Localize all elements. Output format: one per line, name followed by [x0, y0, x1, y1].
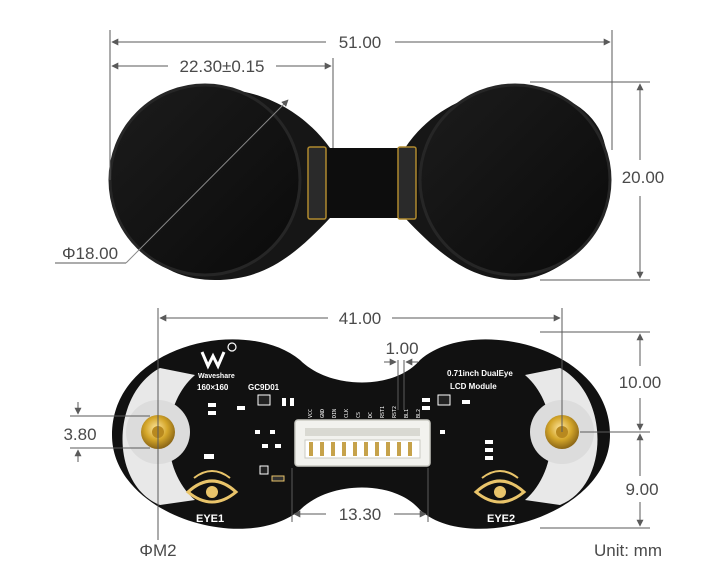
- left-connector: [307, 146, 327, 220]
- pin-label: BL2: [416, 409, 422, 418]
- right-lcd-screen: [420, 85, 610, 275]
- dim-label-22-30: 22.30±0.15: [180, 57, 265, 76]
- lcd-module-top-view: [108, 83, 612, 280]
- pin-label: DIN: [332, 409, 338, 418]
- dim-pin-pitch: 1.00: [384, 339, 419, 410]
- pin-label: DC: [368, 412, 374, 418]
- dim-label-41: 41.00: [339, 309, 382, 328]
- dim-height-top: 20.00: [530, 81, 665, 281]
- dim-label-1: 1.00: [385, 339, 418, 358]
- dim-label-3-80: 3.80: [63, 425, 96, 444]
- dim-label-20: 20.00: [622, 168, 665, 187]
- pcb-bottom-view: Waveshare 160×160 GC9D01 0.71inch DualEy…: [112, 339, 610, 529]
- dim-lcd-offset: 22.30±0.15: [111, 57, 334, 148]
- dim-connector-width: 13.30: [291, 468, 429, 524]
- eye-icon: [185, 470, 239, 504]
- eye1-label: EYE1: [196, 513, 224, 525]
- right-connector: [397, 146, 417, 220]
- pin-label: RST1: [380, 406, 386, 418]
- brand-text: Waveshare: [198, 373, 235, 380]
- smd-components: [204, 394, 493, 482]
- module-title-2: LCD Module: [450, 382, 497, 391]
- dim-vertical-offsets: 10.00 9.00: [540, 331, 662, 529]
- dim-label-51: 51.00: [339, 33, 382, 52]
- dim-label-phi-m2: ΦM2: [139, 541, 176, 560]
- pin-label: BL1: [404, 409, 410, 418]
- dim-hole-spacing: 41.00: [157, 308, 563, 540]
- dim-hole-vertical: 3.80: [63, 402, 150, 462]
- module-title-1: 0.71inch DualEye: [447, 369, 513, 378]
- pin-label: CLK: [344, 409, 350, 418]
- waveshare-logo: [200, 342, 237, 370]
- dim-label-13-30: 13.30: [339, 505, 382, 524]
- eye2-label: EYE2: [487, 513, 515, 525]
- pin-labels: VCC GND DIN CLK CS DC RST1 RST2 BL1 BL2: [308, 406, 422, 418]
- dim-label-9: 9.00: [625, 480, 658, 499]
- dim-label-10: 10.00: [619, 373, 662, 392]
- pin-label: GND: [320, 409, 326, 418]
- pin-header-connector: [294, 419, 431, 467]
- resolution-text: 160×160: [197, 383, 229, 392]
- dim-label-phi18: Φ18.00: [62, 244, 118, 263]
- unit-label: Unit: mm: [594, 541, 662, 560]
- dim-total-width: 51.00: [109, 30, 613, 180]
- pin-label: CS: [356, 412, 362, 418]
- dim-lcd-diameter: Φ18.00: [55, 99, 289, 264]
- driver-text: GC9D01: [248, 383, 280, 392]
- pin-label: RST2: [392, 406, 398, 418]
- eye-icon: [473, 470, 527, 504]
- left-lcd-screen: [110, 85, 300, 275]
- pin-label: VCC: [308, 409, 314, 418]
